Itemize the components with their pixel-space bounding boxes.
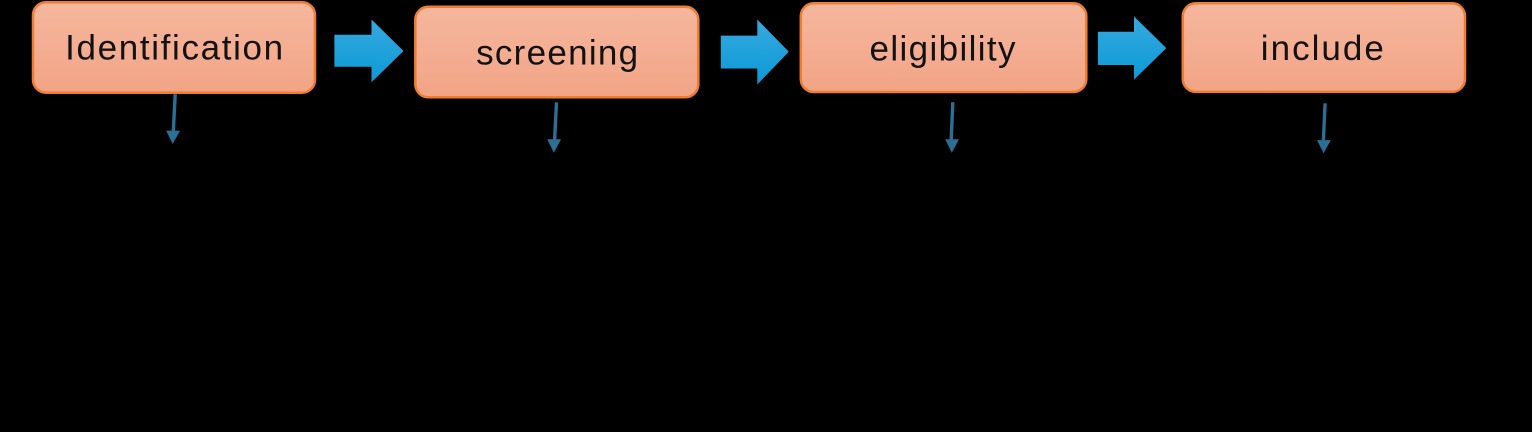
svg-text:eligibility: eligibility [870, 30, 1017, 69]
svg-text:screening: screening [476, 34, 638, 73]
svg-text:include: include [1261, 29, 1384, 68]
svg-text:Identification: Identification [65, 28, 283, 67]
